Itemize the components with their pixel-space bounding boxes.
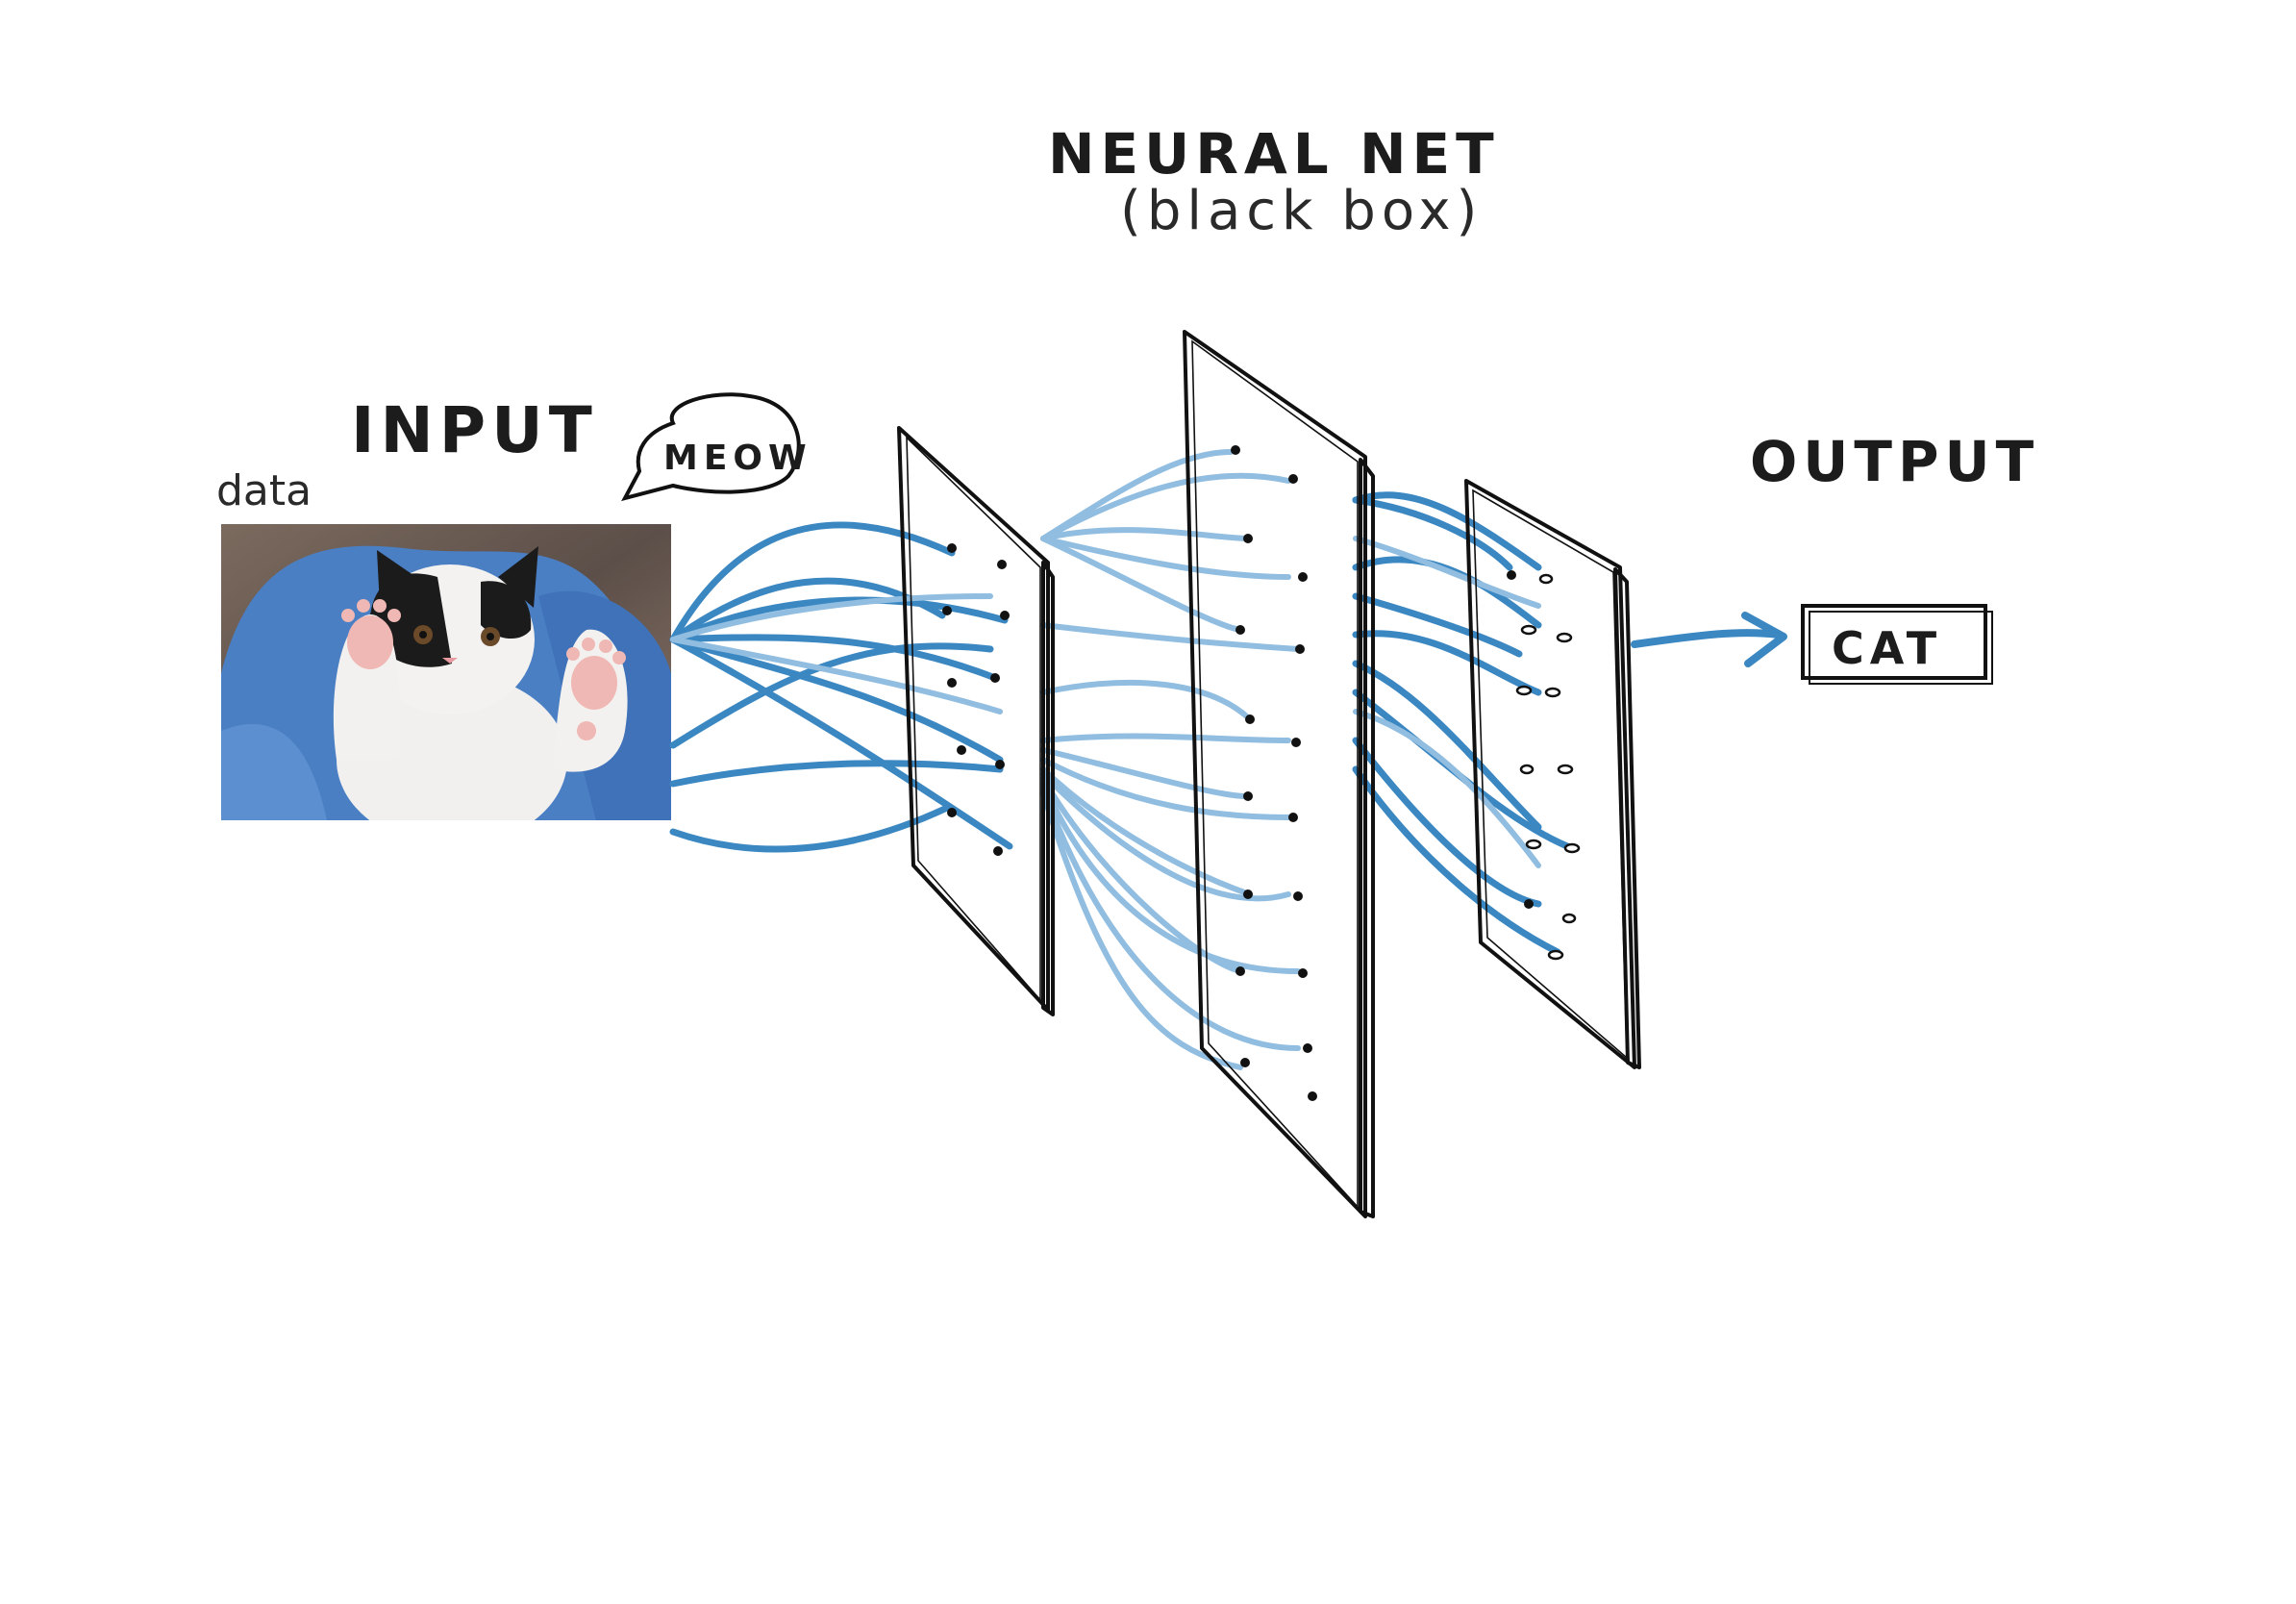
connections-input-to-layer1 [669, 521, 1013, 853]
hidden-layer-2 [1183, 330, 1375, 1218]
arrow-right-icon [1631, 612, 1787, 667]
input-sublabel: data [216, 466, 312, 515]
hidden-layer-3 [1464, 479, 1641, 1069]
connections-layer1-to-layer2 [1040, 449, 1301, 1070]
diagram-title-line1: NEURAL NET [1048, 121, 1500, 187]
connections-layer2-to-layer3 [1352, 491, 1571, 956]
hidden-layer-1 [897, 426, 1055, 1016]
speech-bubble-text: MEOW [663, 439, 812, 478]
input-heading: INPUT [351, 393, 598, 467]
speech-bubble-icon: MEOW [621, 392, 812, 502]
output-result-label: CAT [1832, 622, 1942, 674]
output-result-box: CAT [1801, 604, 1993, 685]
input-image-cat-photo [221, 524, 671, 820]
diagram-title-line2: (black box) [1120, 180, 1483, 242]
output-heading: OUTPUT [1750, 429, 2039, 494]
